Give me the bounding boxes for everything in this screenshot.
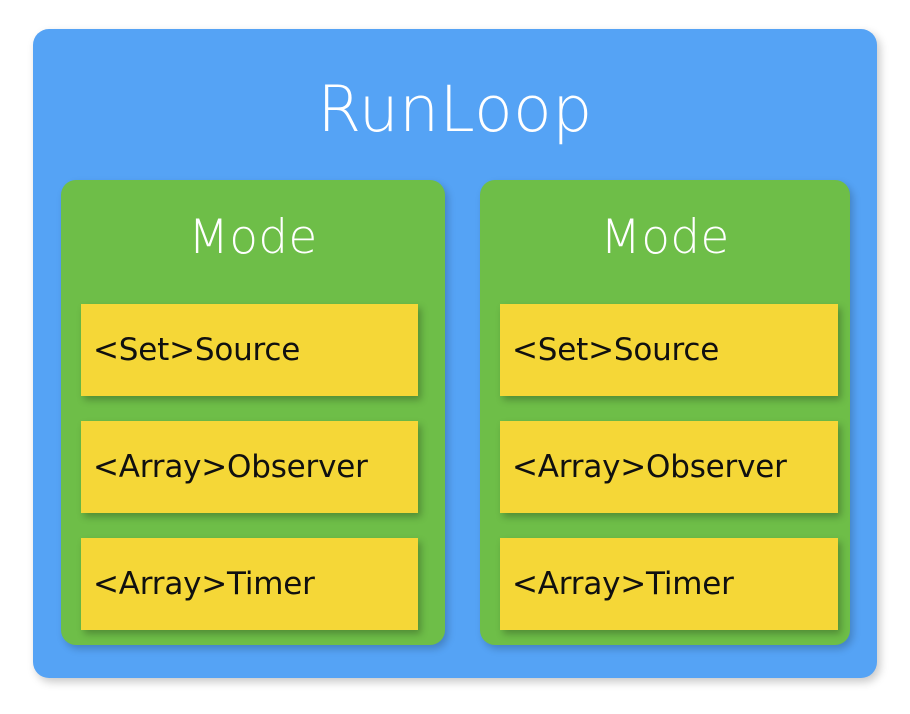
item-box-observer-left: <Array>Observer [81,421,418,513]
runloop-title: RunLoop [317,73,593,146]
mode-title-right: Mode [600,210,730,265]
item-box-source-right: <Set>Source [500,304,838,396]
item-label-source-right: <Set>Source [512,332,720,368]
item-box-timer-right: <Array>Timer [500,538,838,630]
item-label-observer-left: <Array>Observer [93,449,368,485]
mode-items-right: <Set>Source <Array>Observer <Array>Timer [500,304,838,630]
mode-box-right: Mode <Set>Source <Array>Observer <Array>… [480,180,850,645]
item-label-observer-right: <Array>Observer [512,449,787,485]
item-label-source-left: <Set>Source [93,332,301,368]
runloop-container: RunLoop Mode <Set>Source <Array>Observer… [33,29,877,678]
mode-columns: Mode <Set>Source <Array>Observer <Array>… [61,180,850,645]
item-label-timer-right: <Array>Timer [512,566,734,602]
item-box-source-left: <Set>Source [81,304,418,396]
item-box-timer-left: <Array>Timer [81,538,418,630]
mode-title-left: Mode [188,210,318,265]
mode-items-left: <Set>Source <Array>Observer <Array>Timer [81,304,418,630]
item-box-observer-right: <Array>Observer [500,421,838,513]
item-label-timer-left: <Array>Timer [93,566,315,602]
mode-box-left: Mode <Set>Source <Array>Observer <Array>… [61,180,445,645]
